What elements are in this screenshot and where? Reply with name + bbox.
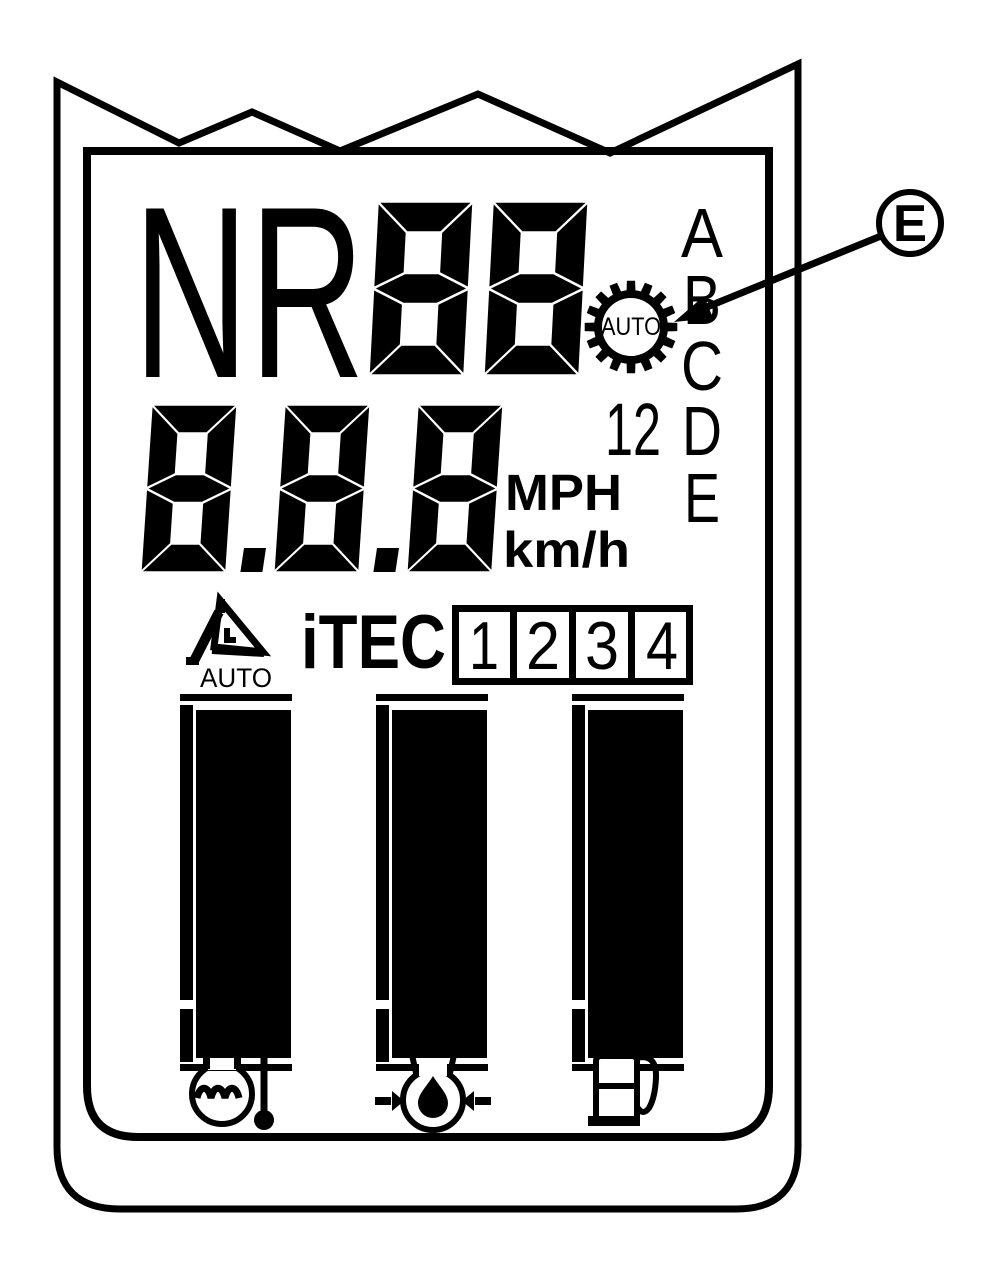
callout-e: E — [674, 189, 944, 322]
page-outline — [53, 58, 802, 1213]
coolant-temperature-icon — [189, 1042, 274, 1130]
hitch-auto-label: AUTO — [200, 663, 272, 693]
display-outline — [83, 147, 773, 1141]
speed-unit-kmh: km/h — [503, 522, 630, 578]
gear-auto-icon: AUTO — [584, 280, 678, 374]
gauge-transmission-oil — [376, 694, 488, 1071]
gear-indicator-text: NR — [133, 155, 365, 429]
range-letter: D — [682, 392, 722, 470]
itec-slot-boxes: 1 2 3 4 — [452, 605, 693, 685]
transmission-oil-icon — [375, 1051, 491, 1133]
gauge-engine-coolant-temperature — [180, 694, 292, 1071]
range-letter: A — [681, 194, 723, 272]
itec-slot: 1 — [469, 608, 499, 684]
fuel-pump-icon — [588, 1053, 660, 1126]
bar-gauges — [180, 694, 684, 1071]
callout-label: E — [893, 195, 927, 253]
hitch-auto-icon — [186, 591, 272, 665]
callout-arrowhead — [674, 296, 713, 322]
range-number: 12 — [605, 388, 661, 471]
range-letter: C — [681, 327, 723, 405]
itec-slot: 4 — [646, 608, 678, 684]
gear-auto-label: AUTO — [601, 313, 661, 341]
gauge-bar — [392, 710, 487, 1058]
itec-slot: 3 — [585, 608, 619, 684]
speed-unit-mph: MPH — [505, 464, 622, 521]
range-letters: A B C D E — [681, 194, 723, 537]
itec-label: iTEC — [301, 600, 446, 685]
gauge-fuel-level — [572, 694, 684, 1071]
gauge-bar — [588, 710, 683, 1058]
gear-digits-7seg — [369, 202, 588, 375]
callout-circle — [876, 189, 944, 257]
callout-arrow — [705, 232, 883, 311]
speed-digits-7seg — [141, 405, 503, 572]
range-letter: E — [684, 459, 720, 537]
gauge-bar — [196, 710, 291, 1058]
itec-slot: 2 — [526, 608, 560, 684]
